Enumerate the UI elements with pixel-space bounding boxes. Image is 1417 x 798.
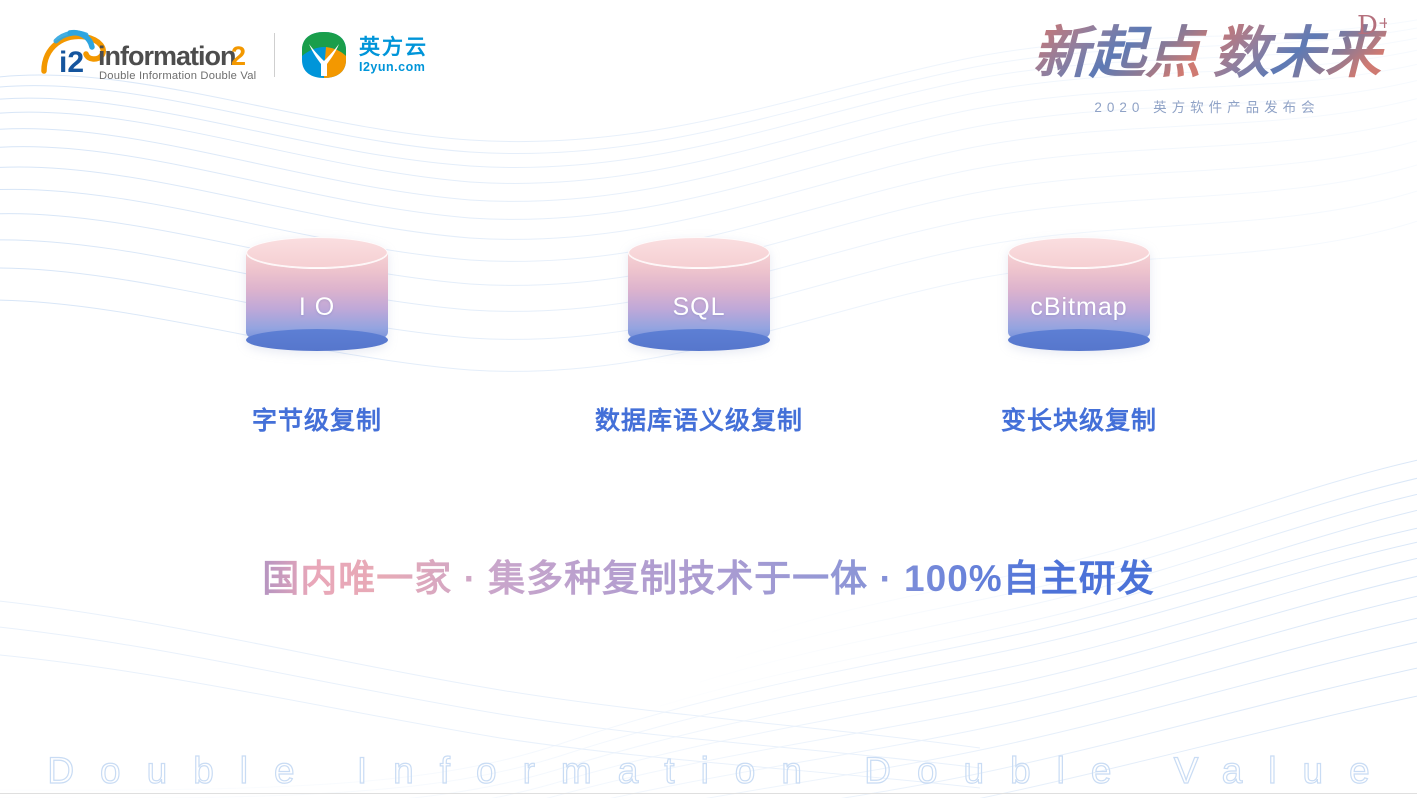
tech-caption-cbitmap: 变长块级复制 <box>1000 407 1157 435</box>
cylinder-io: I O <box>246 237 388 365</box>
event-subtitle: 2020 英方软件产品发布会 <box>1094 100 1320 115</box>
main-tagline: 国内唯一家 · 集多种复制技术于一体 · 100%自主研发 <box>0 548 1417 602</box>
yingfang-cloud-logo: 英方云 I2yun.com <box>299 30 428 80</box>
replication-technology-row: I O 字节级复制 SQL 数据库语义级复制 cBitmap 变长块级复制 <box>0 237 1417 437</box>
svg-text:i2: i2 <box>59 46 84 79</box>
yingfang-shield-icon <box>302 32 346 78</box>
svg-text:information: information <box>98 41 236 71</box>
tech-item-io: I O 字节级复制 <box>167 237 467 437</box>
logo-group: i2 information 2 Double Information Doub… <box>34 27 428 83</box>
calligraphy-svg: 新起点 数未来 D+ <box>1033 11 1391 86</box>
footer-rule <box>0 793 1417 794</box>
logo-divider <box>274 33 275 77</box>
calligraphy-part1: 新起点 <box>1033 21 1208 86</box>
footer-watermark: Double Information Double Value <box>47 749 1396 791</box>
cylinder-inner-label: SQL <box>672 293 726 321</box>
cylinder-cbitmap: cBitmap <box>1008 237 1150 365</box>
i2-information2-logo: i2 information 2 Double Information Doub… <box>34 27 269 83</box>
cylinder-top-ellipse <box>246 237 388 269</box>
cylinder-sql: SQL <box>628 237 770 365</box>
tech-caption-io: 字节级复制 <box>251 407 382 435</box>
tech-item-sql: SQL 数据库语义级复制 <box>549 237 849 437</box>
event-branding: 新起点 数未来 D+ 2020 英方软件产品发布会 <box>1027 8 1391 116</box>
event-calligraphy: 新起点 数未来 D+ <box>1027 8 1391 94</box>
yingfang-title: 英方云 <box>359 35 428 59</box>
i2-logo-svg: i2 information 2 Double Information Doub… <box>41 29 269 82</box>
svg-text:2: 2 <box>231 41 246 71</box>
cylinder-body <box>1008 252 1150 351</box>
cylinder-body <box>246 252 388 351</box>
cylinder-top-ellipse <box>1008 237 1150 269</box>
slide-header: i2 information 2 Double Information Doub… <box>0 0 1417 130</box>
tech-item-cbitmap: cBitmap 变长块级复制 <box>929 237 1229 437</box>
calligraphy-superscript: D+ <box>1357 11 1387 41</box>
yingfang-domain: I2yun.com <box>359 59 426 74</box>
cylinder-top-ellipse <box>628 237 770 269</box>
tech-caption-sql: 数据库语义级复制 <box>594 407 803 435</box>
calligraphy-part2: 数未来 <box>1213 21 1387 86</box>
cylinder-inner-label: I O <box>298 293 336 321</box>
svg-text:Double Information Double Valu: Double Information Double Value <box>99 70 256 82</box>
cylinder-inner-label: cBitmap <box>1030 293 1128 321</box>
